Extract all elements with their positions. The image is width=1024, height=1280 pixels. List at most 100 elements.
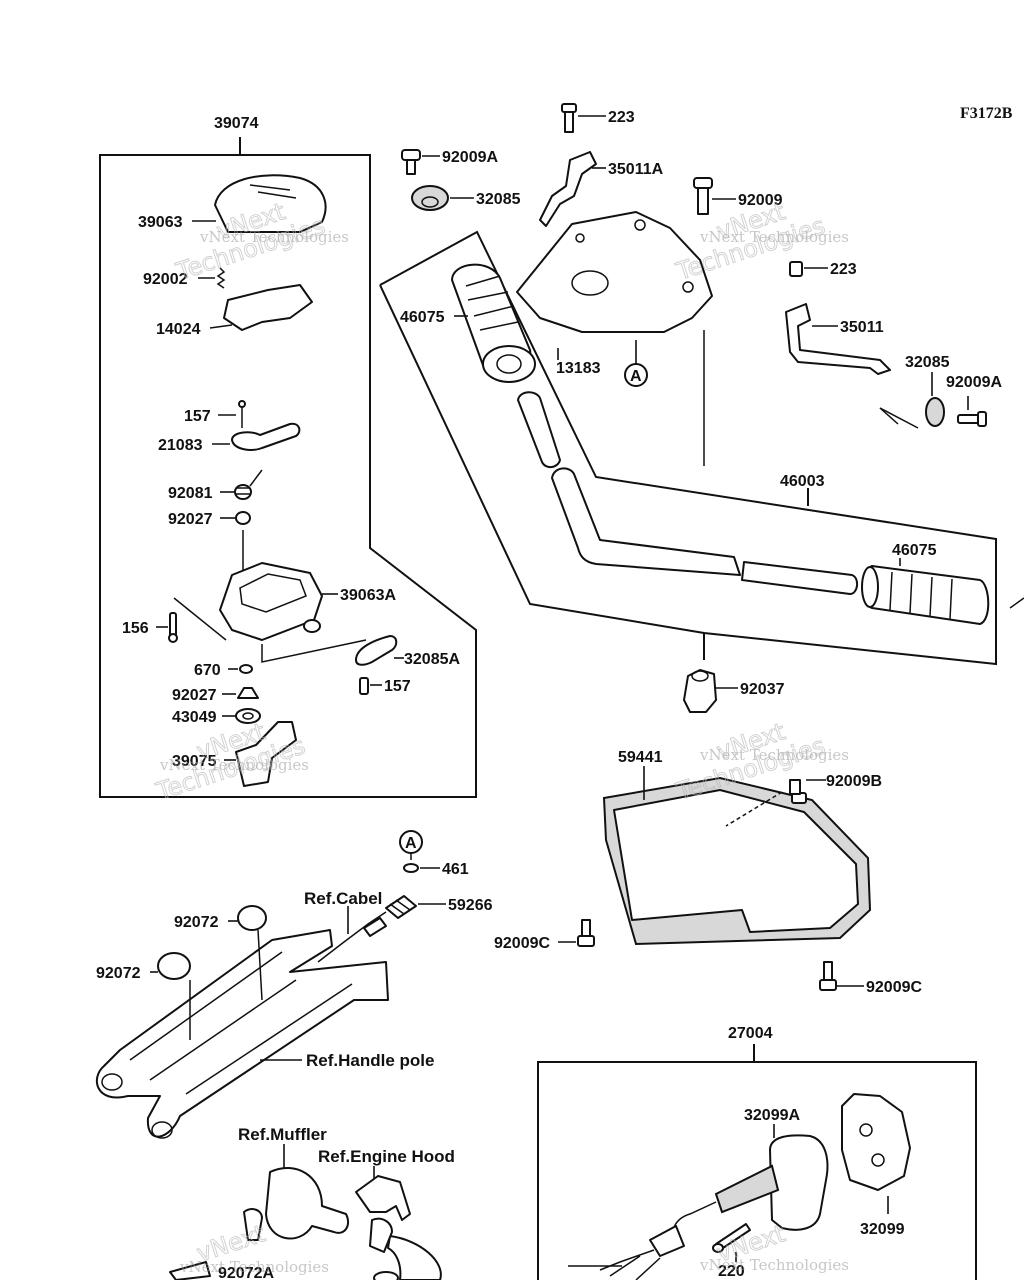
part-label-220: 220 <box>718 1263 745 1280</box>
handle-pole-drawing: Ref.Handle pole <box>95 929 434 1139</box>
group-39074: 39074 <box>99 115 477 798</box>
screw-156-drawing: 156 <box>122 597 227 643</box>
lever-39075-drawing: 39075 <box>172 721 297 787</box>
part-label-92072A: 92072A <box>218 1265 274 1280</box>
lever-21083-drawing: 157 21083 <box>158 400 301 454</box>
part-label-461: 461 <box>442 861 469 878</box>
part-label-92072-b: 92072 <box>96 965 141 982</box>
part-label-92009B: 92009B <box>826 773 882 790</box>
part-label-157-a: 157 <box>184 408 211 425</box>
part-label-92037: 92037 <box>740 681 785 698</box>
part-label-13183: 13183 <box>556 360 601 377</box>
part-label-39074: 39074 <box>214 115 259 132</box>
bolt-92009C-b-drawing: 92009C <box>819 961 922 996</box>
part-label-92009C-a: 92009C <box>494 935 550 952</box>
part-label-39063A: 39063A <box>340 587 396 604</box>
part-label-14024: 14024 <box>156 321 201 338</box>
part-label-32099: 32099 <box>860 1221 905 1238</box>
cable-end-drawing: A 461 59266 Ref.Cabel <box>304 830 493 963</box>
spring-92002-drawing: 92002 <box>143 267 226 289</box>
bolt-92009C-a-drawing: 92009C <box>494 919 595 952</box>
watermark-text-3: vNext Technologies <box>159 756 309 774</box>
bolt-92009A-a-drawing: 92009A <box>401 149 498 175</box>
grip-46075-a-drawing: 46075 <box>400 263 536 383</box>
case-39063A-drawing: 39063A <box>219 562 396 641</box>
muffler-ref-drawing: Ref.Muffler <box>238 1125 442 1280</box>
figure-code: F3172B <box>960 105 1013 122</box>
part-label-670: 670 <box>194 662 221 679</box>
bolt-223-a-drawing: 223 <box>561 103 635 133</box>
part-label-46075-a: 46075 <box>400 309 445 326</box>
part-label-32085-a: 32085 <box>476 191 521 208</box>
grommet-32085-a-drawing: 32085 <box>411 185 521 211</box>
nut-43049-drawing: 43049 <box>172 708 261 726</box>
ref-cabel: Ref.Cabel <box>304 889 382 908</box>
clamp-92072A-drawing: 92072A <box>169 1261 399 1280</box>
clamp-92072-b-drawing: 92072 <box>96 952 191 1040</box>
part-label-35011: 35011 <box>840 319 884 336</box>
switch-32099-drawing: 32099 <box>841 1093 911 1238</box>
cover-39063-drawing: 39063 <box>138 174 327 233</box>
part-label-92027-b: 92027 <box>172 687 217 704</box>
watermark-text-6: vNext Technologies <box>699 1256 849 1274</box>
part-label-32085A: 32085A <box>404 651 460 668</box>
watermark-text-2: vNext Technologies <box>699 228 849 246</box>
engine-hood-ref-drawing: Ref.Engine Hood <box>318 1147 455 1253</box>
watermark-text-1: vNext Technologies <box>199 228 349 246</box>
part-label-27004: 27004 <box>728 1025 773 1042</box>
part-label-39075: 39075 <box>172 753 217 770</box>
part-label-223-a: 223 <box>608 109 635 126</box>
spring-92081-drawing: 92081 <box>168 469 263 502</box>
part-label-157-b: 157 <box>384 678 411 695</box>
part-label-46003: 46003 <box>780 473 825 490</box>
part-label-92009A-a: 92009A <box>442 149 498 166</box>
seal-92027-b-drawing: 92027 <box>172 687 259 704</box>
ref-circle-A-top: A <box>630 368 642 385</box>
part-label-92072-a: 92072 <box>174 914 219 931</box>
screw-157-b-drawing: 157 <box>359 677 411 695</box>
part-label-21083: 21083 <box>158 437 203 454</box>
part-label-32099A: 32099A <box>744 1107 800 1124</box>
bolt-92009A-b-drawing: 92009A <box>946 374 1002 427</box>
part-label-92027-a: 92027 <box>168 511 213 528</box>
ref-engine-hood: Ref.Engine Hood <box>318 1147 455 1166</box>
ref-handle-pole: Ref.Handle pole <box>306 1051 434 1070</box>
part-label-156: 156 <box>122 620 149 637</box>
bracket-35011-drawing: 35011 <box>785 303 891 375</box>
bolt-92009B-drawing: 92009B <box>789 773 882 804</box>
grommet-32085-b-drawing: 32085 <box>879 354 950 429</box>
part-label-43049: 43049 <box>172 709 217 726</box>
part-label-59441: 59441 <box>618 749 663 766</box>
watermark-text-5: vNext Technologies <box>179 1258 329 1276</box>
part-label-92009A-b: 92009A <box>946 374 1002 391</box>
part-label-32085-b: 32085 <box>905 354 950 371</box>
ref-circle-A-mid: A <box>405 835 417 852</box>
seal-92027-a-drawing: 92027 <box>168 511 251 575</box>
part-label-46075-b: 46075 <box>892 542 937 559</box>
part-label-92002: 92002 <box>143 271 188 288</box>
plate-13183-drawing: 13183 A <box>516 211 713 387</box>
washer-670-drawing: 670 <box>194 639 367 679</box>
bolt-92009-drawing: 92009 <box>693 177 783 466</box>
cover-59441-drawing: 59441 <box>602 749 872 946</box>
part-label-92081: 92081 <box>168 485 213 502</box>
clamp-92037-drawing: 92037 <box>683 669 785 713</box>
switch-32099A-drawing: 32099A <box>568 1107 829 1280</box>
part-label-35011A: 35011A <box>608 161 664 178</box>
grip-46075-b-drawing: 46075 <box>861 542 990 625</box>
part-label-59266: 59266 <box>448 897 493 914</box>
screw-220-drawing: 220 <box>712 1223 751 1280</box>
bolt-223-b-drawing: 223 <box>789 261 857 278</box>
clamp-92072-a-drawing: 92072 <box>174 905 267 1001</box>
clip-32085A-drawing: 32085A <box>355 635 460 668</box>
watermark-text-4: vNext Technologies <box>699 746 849 764</box>
part-label-92009: 92009 <box>738 192 783 209</box>
part-label-92009C-b: 92009C <box>866 979 922 996</box>
group-27004: 27004 <box>537 1025 977 1280</box>
gasket-14024-drawing: 14024 <box>156 284 313 338</box>
ref-muffler: Ref.Muffler <box>238 1125 327 1144</box>
part-label-39063: 39063 <box>138 214 183 231</box>
bracket-35011A-drawing: 35011A <box>539 151 664 227</box>
part-label-223-b: 223 <box>830 261 857 278</box>
